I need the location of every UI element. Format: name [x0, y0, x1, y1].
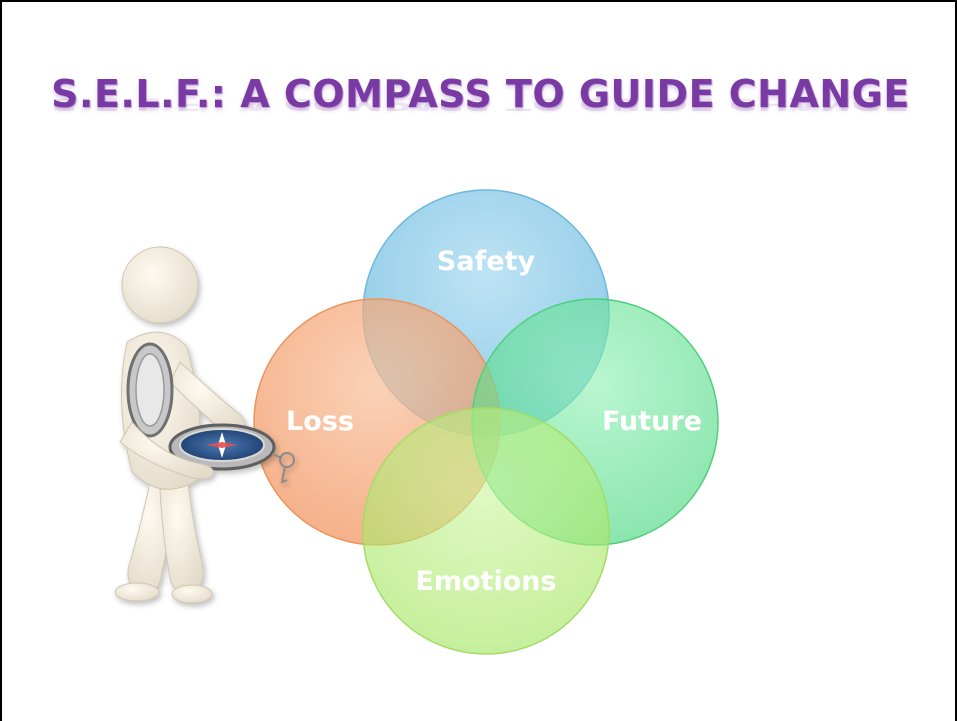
slide-title: S.E.L.F.: A COMPASS TO GUIDE CHANGE: [51, 72, 910, 116]
label-loss: Loss: [286, 406, 354, 437]
figure-with-compass-illustration: [114, 246, 295, 604]
label-emotions: Emotions: [415, 566, 556, 597]
circle-emotions: [362, 407, 610, 655]
label-safety: Safety: [437, 246, 536, 277]
label-future: Future: [602, 406, 702, 437]
